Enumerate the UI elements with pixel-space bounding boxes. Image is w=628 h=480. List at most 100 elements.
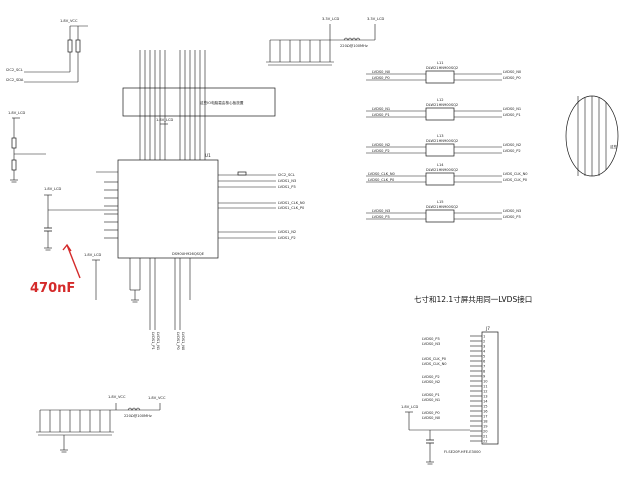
- divider-resistor-top: [11, 137, 17, 149]
- chip-right-net: LVDS1_CLK_N0: [278, 201, 306, 205]
- chip-supplies: 1.8V_LCD 1.8V_LCD: [84, 118, 173, 303]
- svg-text:LVDS0_P2: LVDS0_P2: [503, 149, 521, 153]
- chip-bottom-net: LVDS1_N1: [156, 332, 160, 350]
- lvds-choke-l13: L13 DLW21HN900SQ2 LVDS0_N2 LVDS0_P2 LVDS…: [366, 134, 521, 157]
- vcc-label-top-center-a: 3.3V_LCD: [322, 17, 339, 21]
- svg-text:LVDS0_N1: LVDS0_N1: [422, 398, 440, 402]
- connector-ref: J7: [485, 326, 490, 331]
- chip-right-net: LVDS1_P3: [278, 185, 296, 189]
- svg-text:L14: L14: [437, 163, 444, 167]
- left-net-scl: I2C2_SCL: [6, 68, 23, 72]
- svg-text:LVDS0_CLK_N0: LVDS0_CLK_N0: [368, 172, 396, 176]
- svg-text:21: 21: [483, 435, 488, 439]
- svg-text:8: 8: [483, 370, 486, 374]
- svg-text:2: 2: [483, 340, 485, 344]
- chip-u1-body: [117, 159, 219, 259]
- svg-text:LVDS0_P1: LVDS0_P1: [372, 113, 390, 117]
- svg-text:LVDS_CLK_P0: LVDS_CLK_P0: [503, 178, 528, 182]
- svg-text:22: 22: [483, 440, 488, 444]
- chip-u1: U1 DS90UH926QSQE: [96, 153, 276, 330]
- svg-text:16: 16: [483, 410, 488, 414]
- svg-text:DLW21HN900SQ2: DLW21HN900SQ2: [426, 168, 458, 172]
- svg-text:5: 5: [483, 355, 485, 359]
- core-board-box: 这些IO电脑嘉由核心板放置: [122, 87, 276, 117]
- svg-text:LVDS0_P0: LVDS0_P0: [503, 76, 521, 80]
- left-capacitor-section: 1.8V_LCD: [44, 187, 120, 251]
- svg-text:LVDS0_P0: LVDS0_P0: [422, 411, 440, 415]
- svg-text:18: 18: [483, 420, 488, 424]
- vcc-label-chip-left: 1.8V_LCD: [84, 253, 101, 257]
- svg-text:11: 11: [483, 385, 488, 389]
- svg-text:10: 10: [483, 380, 488, 384]
- svg-text:7: 7: [483, 365, 485, 369]
- svg-text:LVDS0_N2: LVDS0_N2: [372, 143, 390, 147]
- svg-text:LVDS0_P2: LVDS0_P2: [372, 149, 390, 153]
- vcc-label-top-center-b: 3.3V_LCD: [367, 17, 384, 21]
- chip-bottom-net: LVDS1_P1: [151, 332, 155, 350]
- svg-text:DLW21HN900SQ2: DLW21HN900SQ2: [426, 66, 458, 70]
- chip-right-net: LVDS1_N2: [278, 230, 296, 234]
- top-signal-bus: [139, 50, 206, 160]
- pullup-resistor-2: [75, 39, 81, 53]
- svg-text:LVDS0_N0: LVDS0_N0: [503, 70, 522, 74]
- connector-body: [481, 331, 499, 445]
- svg-text:9: 9: [483, 375, 486, 379]
- vcc-label-left-divider: 1.8V_LCD: [8, 111, 25, 115]
- chip-ref: U1: [205, 153, 211, 158]
- svg-text:20: 20: [483, 430, 488, 434]
- svg-text:L13: L13: [437, 134, 444, 138]
- svg-text:LVDS0_P3: LVDS0_P3: [372, 215, 390, 219]
- svg-text:L15: L15: [437, 200, 444, 204]
- svg-text:LVDS0_P1: LVDS0_P1: [422, 393, 440, 397]
- svg-text:LVDS0_P2: LVDS0_P2: [422, 375, 440, 379]
- svg-text:15: 15: [483, 405, 488, 409]
- svg-text:LVDS0_P1: LVDS0_P1: [503, 113, 521, 117]
- svg-text:19: 19: [483, 425, 488, 429]
- svg-text:LVDS0_P3: LVDS0_P3: [422, 337, 440, 341]
- svg-text:LVDS0_CLK_P0: LVDS0_CLK_P0: [368, 178, 395, 182]
- svg-text:3: 3: [483, 345, 485, 349]
- svg-text:LVDS0_P0: LVDS0_P0: [372, 76, 390, 80]
- svg-text:LVDS_CLK_P0: LVDS_CLK_P0: [422, 357, 447, 361]
- chip-right-net: I2C2_SCL: [278, 173, 295, 177]
- chip-bottom-net: LVDS1_N0: [181, 332, 185, 351]
- svg-text:14: 14: [483, 400, 488, 404]
- red-annotation: 470nF: [30, 243, 81, 296]
- annotation-470nf: 470nF: [30, 281, 75, 296]
- svg-text:LVDS0_N0: LVDS0_N0: [372, 70, 391, 74]
- vcc-label-connector: 1.8V_LCD: [401, 405, 418, 409]
- svg-text:LVDS0_P3: LVDS0_P3: [503, 215, 521, 219]
- svg-text:LVDS_CLK_N0: LVDS_CLK_N0: [422, 362, 447, 366]
- svg-text:DLW21HN900SQ2: DLW21HN900SQ2: [426, 205, 458, 209]
- ferrite-label-bottom: 220Ω@100MHz: [124, 414, 152, 418]
- chip-bottom-nets: LVDS1_P1 LVDS1_N1 LVDS1_P0 LVDS1_N0: [151, 332, 185, 351]
- svg-text:LVDS0_N2: LVDS0_N2: [503, 143, 521, 147]
- bubble-label: 这些: [610, 144, 618, 149]
- svg-text:17: 17: [483, 415, 488, 419]
- vcc-label-top-left: 1.8V_VCC: [60, 19, 78, 23]
- svg-text:L12: L12: [437, 98, 444, 102]
- connector-j7: J7 FI-SE20P-HFE-E3000 1 2 3 4 5 6 7 8 9 …: [401, 326, 499, 465]
- svg-text:4: 4: [483, 350, 486, 354]
- chip-bottom-net: LVDS1_P0: [176, 332, 180, 350]
- chip-part: DS90UH926QSQE: [172, 252, 205, 256]
- connector-nets: LVDS0_P3 LVDS0_N3 LVDS_CLK_P0 LVDS_CLK_N…: [422, 337, 447, 420]
- section-title: 七寸和12.1寸屏共用同一LVDS接口: [414, 294, 532, 304]
- right-bubble: 这些: [565, 95, 619, 177]
- connector-pins: 1 2 3 4 5 6 7 8 9 10 11 12 13 14 15 16 1…: [470, 335, 488, 444]
- connector-part: FI-SE20P-HFE-E3000: [444, 450, 481, 454]
- svg-text:DLW21HN900SQ2: DLW21HN900SQ2: [426, 139, 458, 143]
- svg-text:LVDS0_N0: LVDS0_N0: [422, 416, 441, 420]
- svg-text:LVDS0_N1: LVDS0_N1: [503, 107, 521, 111]
- svg-text:LVDS0_N3: LVDS0_N3: [422, 342, 440, 346]
- left-net-sda: I2C2_SDA: [6, 78, 24, 82]
- svg-text:LVDS0_N1: LVDS0_N1: [372, 107, 390, 111]
- lvds-choke-l14: L14 DLW21HN900SQ2 LVDS0_CLK_N0 LVDS0_CLK…: [366, 163, 528, 186]
- svg-text:LVDS_CLK_N0: LVDS_CLK_N0: [503, 172, 528, 176]
- svg-text:L11: L11: [437, 61, 444, 65]
- lvds-choke-l15: L15 DLW21HN900SQ2 LVDS0_N3 LVDS0_P3 LVDS…: [366, 200, 521, 223]
- left-divider-section: 1.8V_LCD: [8, 111, 46, 183]
- lvds-choke-column: L11 DLW21HN900SQ2 LVDS0_N0 LVDS0_P0 LVDS…: [366, 61, 528, 223]
